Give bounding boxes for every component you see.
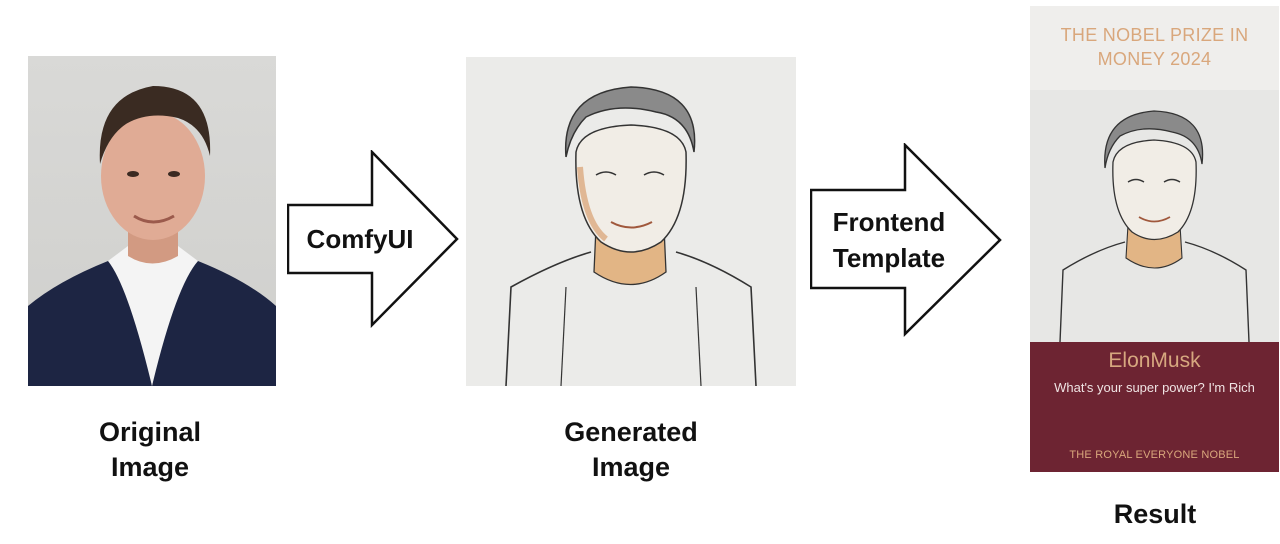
result-caption: Result [1113, 499, 1197, 529]
poster-portrait [1030, 90, 1279, 342]
result-poster: THE NOBEL PRIZE IN MONEY 2024 ElonMusk W… [1030, 6, 1279, 472]
right-arrow-icon [810, 143, 1002, 337]
original-image [28, 56, 276, 386]
comfyui-label: ComfyUI [306, 224, 414, 254]
generated-image-caption: Generated Image [564, 417, 698, 482]
portrait-photo-illustration [28, 86, 276, 386]
generated-image [466, 57, 796, 386]
poster-footer: THE ROYAL EVERYONE NOBEL [1069, 449, 1240, 461]
sketch-illustration [505, 86, 757, 386]
poster-header: THE NOBEL PRIZE IN MONEY 2024 [1030, 6, 1279, 90]
poster-info-band: ElonMusk What's your super power? I'm Ri… [1030, 342, 1279, 472]
poster-sketch-illustration [1059, 110, 1250, 342]
poster-heading: THE NOBEL PRIZE IN MONEY 2024 [1060, 25, 1249, 69]
comfyui-arrow [287, 150, 461, 328]
frontend-template-arrow [810, 143, 1004, 337]
right-arrow-icon [287, 150, 459, 328]
original-image-caption: Original Image [98, 417, 201, 482]
frontend-template-label: Frontend Template [832, 207, 946, 273]
poster-name: ElonMusk [1108, 349, 1201, 372]
poster-tagline: What's your super power? I'm Rich [1054, 380, 1255, 395]
